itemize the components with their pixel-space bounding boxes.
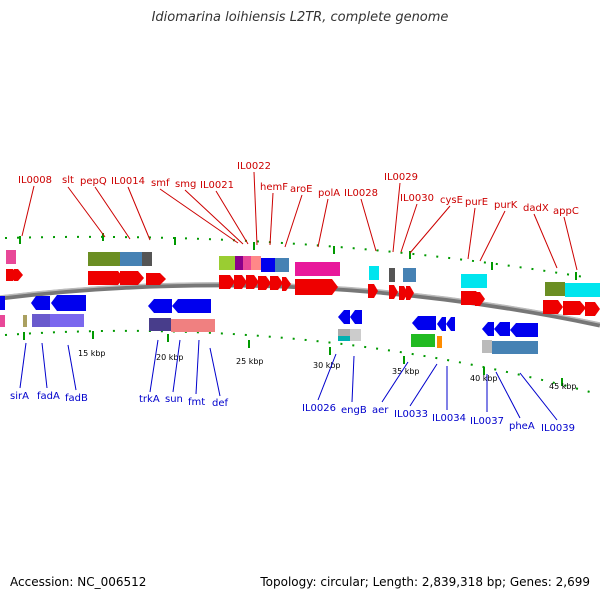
bottom-gene-labels: sirA fadA fadB trkA sun fmt def IL0026 e… xyxy=(10,391,575,434)
scale-tick-25kbp: 25 kbp xyxy=(236,357,264,366)
top-leaders xyxy=(21,171,578,271)
scale-labels: 15 kbp 20 kbp 25 kbp 30 kbp 35 kbp 40 kb… xyxy=(78,349,577,391)
gene-label-smf: smf xyxy=(151,178,170,189)
gene-label-IL0033: IL0033 xyxy=(394,409,428,420)
gene-label-trkA: trkA xyxy=(139,394,160,405)
gene-label-smg: smg xyxy=(175,179,196,190)
gene-label-polA: polA xyxy=(318,188,340,199)
bottom-major-ticks xyxy=(23,331,563,386)
gene-label-fadB: fadB xyxy=(65,393,88,404)
gene-label-IL0008: IL0008 xyxy=(18,175,52,186)
top-colored-bars xyxy=(6,250,600,297)
gene-label-IL0026: IL0026 xyxy=(302,403,336,414)
gene-label-IL0028: IL0028 xyxy=(344,188,378,199)
gene-label-slt: slt xyxy=(62,175,74,186)
gene-label-dadX: dadX xyxy=(523,203,549,214)
bottom-colored-bars xyxy=(0,314,538,354)
accession-text: Accession: NC_006512 xyxy=(10,575,147,589)
gene-label-engB: engB xyxy=(341,405,367,416)
top-forward-arrows xyxy=(6,269,600,316)
scale-tick-35kbp: 35 kbp xyxy=(392,367,420,376)
gene-label-aer: aer xyxy=(372,405,389,416)
bottom-leaders xyxy=(19,339,558,421)
gene-label-IL0037: IL0037 xyxy=(470,416,504,427)
map-title: Idiomarina loihiensis L2TR, complete gen… xyxy=(151,10,449,25)
scale-tick-15kbp: 15 kbp xyxy=(78,349,106,358)
genome-summary: Topology: circular; Length: 2,839,318 bp… xyxy=(260,575,590,589)
gene-label-pepQ: pepQ xyxy=(80,176,107,187)
gene-label-IL0039: IL0039 xyxy=(541,423,575,434)
scale-tick-20kbp: 20 kbp xyxy=(156,353,184,362)
gene-label-purE: purE xyxy=(465,197,488,208)
gene-label-IL0014: IL0014 xyxy=(111,176,145,187)
gene-label-hemF: hemF xyxy=(260,182,288,193)
scale-tick-45kbp: 45 kbp xyxy=(549,382,577,391)
bottom-track-dots xyxy=(4,329,591,393)
gene-label-def: def xyxy=(212,398,229,409)
gene-label-aroE: aroE xyxy=(290,184,312,195)
gene-label-IL0021: IL0021 xyxy=(200,180,234,191)
top-gene-labels: IL0008 slt pepQ IL0014 smf smg IL0021 IL… xyxy=(18,161,579,217)
bottom-reverse-arrows xyxy=(0,295,538,337)
gene-label-appC: appC xyxy=(553,206,579,217)
scale-tick-40kbp: 40 kbp xyxy=(470,374,498,383)
gene-label-cysE: cysE xyxy=(440,195,463,206)
scale-tick-30kbp: 30 kbp xyxy=(313,361,341,370)
top-track-dots xyxy=(4,235,591,279)
gene-label-IL0034: IL0034 xyxy=(432,413,466,424)
gene-label-fadA: fadA xyxy=(37,391,60,402)
gene-label-sirA: sirA xyxy=(10,391,29,402)
gene-label-IL0029: IL0029 xyxy=(384,172,418,183)
gene-label-fmt: fmt xyxy=(188,397,205,408)
gene-label-sun: sun xyxy=(165,394,183,405)
gene-label-pheA: pheA xyxy=(509,421,535,432)
gene-label-purK: purK xyxy=(494,200,518,211)
gene-label-IL0022: IL0022 xyxy=(237,161,271,172)
gene-label-IL0030: IL0030 xyxy=(400,193,434,204)
